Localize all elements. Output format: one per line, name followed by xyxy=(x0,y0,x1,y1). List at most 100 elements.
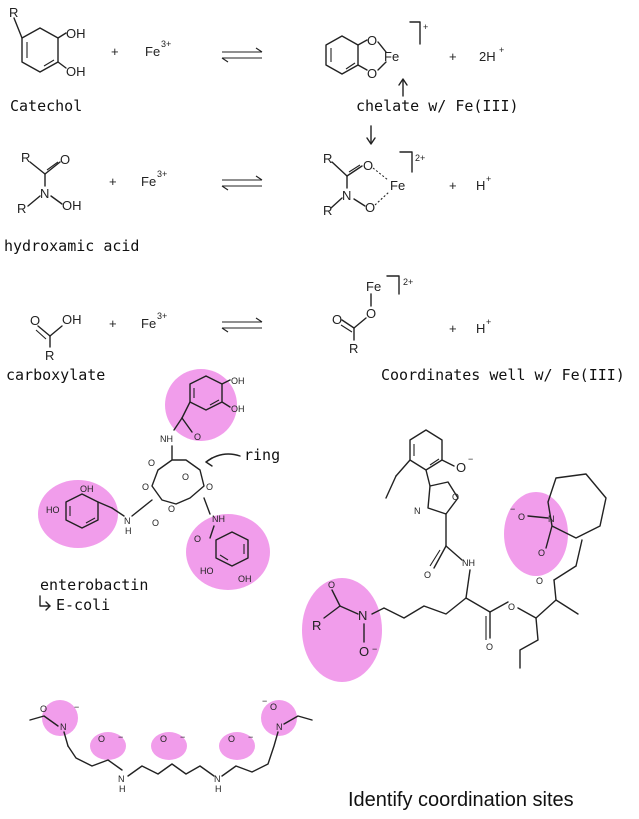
coordination-site-highlight xyxy=(302,578,382,682)
o-label: O xyxy=(359,644,369,659)
oh-label: OH xyxy=(231,376,245,386)
iron-charge: 3+ xyxy=(161,39,171,49)
complex-charge: 2+ xyxy=(415,153,425,163)
o-label: O xyxy=(194,534,201,544)
iron-label: Fe xyxy=(141,316,156,331)
h-label: H xyxy=(119,784,126,794)
n-label: N xyxy=(40,186,49,201)
oh-label: OH xyxy=(62,312,82,327)
minus-charge: − xyxy=(74,702,79,712)
o-label: O xyxy=(366,306,376,321)
proton-charge: + xyxy=(486,317,491,327)
iron-label: Fe xyxy=(141,174,156,189)
o-label: O xyxy=(538,548,545,558)
r-label: R xyxy=(323,151,332,166)
o-label: O xyxy=(456,460,466,475)
o-label: O xyxy=(328,580,335,590)
hydroxamic-name: hydroxamic acid xyxy=(4,237,139,255)
o-label: O xyxy=(424,570,431,580)
chelate-double-bond xyxy=(345,62,356,70)
r-label: R xyxy=(323,203,332,218)
coordination-site-highlight xyxy=(38,480,118,548)
o-label: O xyxy=(194,432,201,442)
iron-label: Fe xyxy=(366,279,381,294)
chelate-fe-bond xyxy=(377,61,387,71)
oh-label: OH xyxy=(231,404,245,414)
iron-charge: 3+ xyxy=(157,169,167,179)
o-label: O xyxy=(365,200,375,215)
o-label: O xyxy=(452,492,459,502)
catechol-double-bond xyxy=(43,59,55,67)
h-label: H xyxy=(125,526,132,536)
chelate-note: chelate w/ Fe(III) xyxy=(356,97,519,115)
coordination-site-highlight xyxy=(151,732,187,760)
catechol-name: Catechol xyxy=(10,97,82,115)
chelate-fe-bond xyxy=(377,41,387,53)
o-label: O xyxy=(40,704,47,714)
proton-label: 2H xyxy=(479,49,496,64)
o-label: O xyxy=(206,482,213,492)
o-label: O xyxy=(536,576,543,586)
macrocycle xyxy=(151,445,205,505)
oh-label: OH xyxy=(62,198,82,213)
oxazole-ring xyxy=(427,481,459,515)
oh-label: OH xyxy=(80,484,94,494)
nh-label: NH xyxy=(212,514,225,524)
plus-sign: + xyxy=(449,178,457,193)
n-label: N xyxy=(548,514,555,524)
n-label: N xyxy=(118,774,125,784)
o-label: O xyxy=(60,152,70,167)
coordination-site-highlight xyxy=(186,514,270,590)
o-label: O xyxy=(30,313,40,328)
coordination-site-highlight xyxy=(219,732,255,760)
proton-label: H xyxy=(476,321,485,336)
nh-label: NH xyxy=(462,558,475,568)
minus-charge: − xyxy=(248,732,253,742)
charge-bracket xyxy=(386,275,400,295)
o-label: O xyxy=(160,734,167,744)
chelate-o-label: O xyxy=(367,33,377,48)
r-label: R xyxy=(21,150,30,165)
r-label: R xyxy=(312,618,321,633)
chelate-charge: + xyxy=(423,22,428,32)
coordination-site-highlight xyxy=(90,732,126,760)
carboxylate-name: carboxylate xyxy=(6,366,105,384)
o-label: O xyxy=(142,482,149,492)
o-label: O xyxy=(228,734,235,744)
n-label: N xyxy=(358,608,367,623)
bottom-siderophore-structure: O N − O − O − O − N H N H O N − xyxy=(29,696,313,794)
ring-note: ring xyxy=(244,446,280,464)
chelate-iron-label: Fe xyxy=(384,49,399,64)
n-label: N xyxy=(414,506,421,516)
enterobactin-structure: OH OH O NH O O O O O O OH HO N H NH O HO xyxy=(38,369,280,614)
nh-label: NH xyxy=(160,434,173,444)
catechol-oh-bond xyxy=(57,61,67,69)
source-arrow xyxy=(39,595,51,607)
catechol-oh-label: OH xyxy=(66,26,86,41)
iron-label: Fe xyxy=(145,44,160,59)
catechol-ring xyxy=(65,493,99,529)
oh-label: OH xyxy=(238,574,252,584)
mycobactin-structure: O − O N O NH N O R O − O O xyxy=(302,429,607,682)
chelate-o-bond xyxy=(357,64,368,71)
catechol-reaction: R OH OH + Fe 3+ O O Fe + + 2H + Catechol xyxy=(9,5,519,145)
minus-charge: − xyxy=(180,732,185,742)
catechol-r-label: R xyxy=(9,5,18,20)
catechol-ring xyxy=(215,531,249,567)
lactam-ring xyxy=(547,473,607,539)
proton-label: H xyxy=(476,178,485,193)
coordination-site-highlight xyxy=(42,700,78,736)
hydroxamic-reaction: R O N R OH + Fe 3+ R O N R O Fe xyxy=(4,150,491,255)
o-label: O xyxy=(98,734,105,744)
minus-charge: − xyxy=(262,696,267,706)
plus-sign: + xyxy=(449,321,457,336)
proton-charge: + xyxy=(499,45,504,55)
chelate-o-label: O xyxy=(367,66,377,81)
r-label: R xyxy=(17,201,26,216)
n-label: N xyxy=(60,722,67,732)
n-label: N xyxy=(342,188,351,203)
minus-charge: − xyxy=(118,732,123,742)
phenolate-ring xyxy=(409,429,443,471)
o-label: O xyxy=(152,518,159,528)
